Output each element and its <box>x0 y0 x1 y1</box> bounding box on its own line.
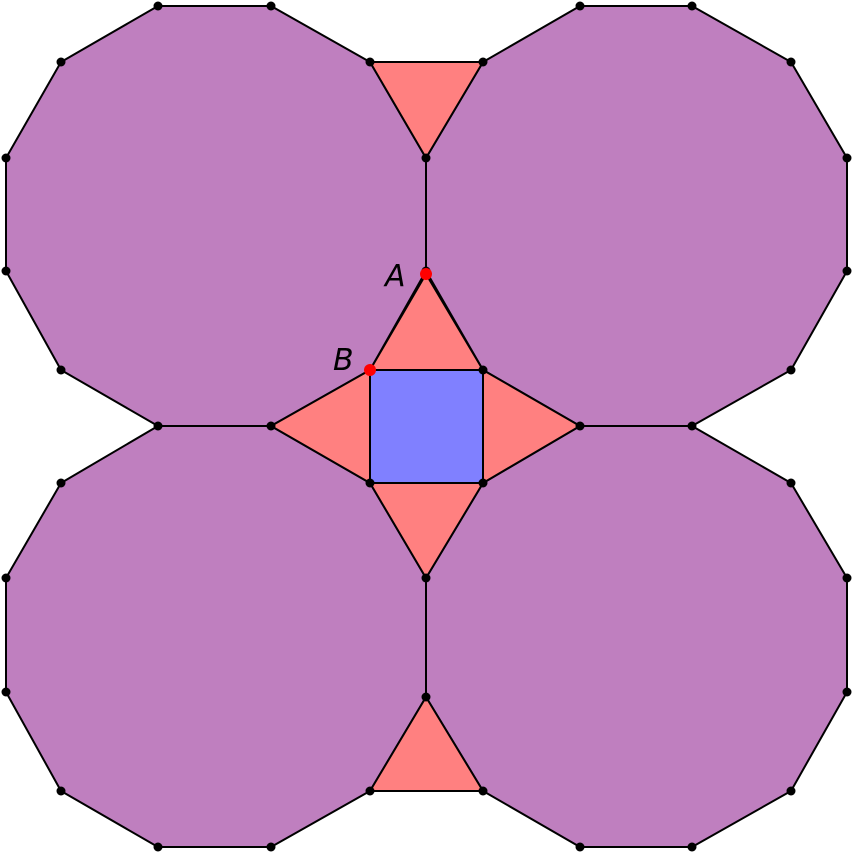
vertex-point <box>1 266 11 276</box>
vertex-point <box>687 421 697 431</box>
vertex-b-point <box>364 364 376 376</box>
vertex-point <box>421 573 431 583</box>
vertex-point <box>842 573 852 583</box>
vertex-point <box>687 1 697 11</box>
vertex-point <box>266 1 276 11</box>
vertex-label-b: B <box>333 343 354 378</box>
vertex-point <box>786 57 796 67</box>
vertex-label-a: A <box>383 259 406 294</box>
vertex-point <box>842 266 852 276</box>
vertex-point <box>1 687 11 697</box>
dodecagon-4 <box>425 425 848 848</box>
vertex-point <box>153 1 163 11</box>
vertex-point <box>56 365 66 375</box>
square <box>369 369 484 484</box>
vertex-point <box>1 153 11 163</box>
vertex-point <box>786 365 796 375</box>
vertex-point <box>421 692 431 702</box>
vertex-point <box>478 57 488 67</box>
vertex-point <box>365 57 375 67</box>
triangle-6 <box>369 696 484 792</box>
vertex-a-point <box>420 268 432 280</box>
vertex-point <box>56 478 66 488</box>
vertex-point <box>575 1 585 11</box>
vertex-point <box>365 786 375 796</box>
vertex-point <box>365 478 375 488</box>
vertex-point <box>56 57 66 67</box>
dodecagon-1 <box>5 5 427 427</box>
vertex-point <box>153 842 163 852</box>
vertex-point <box>786 478 796 488</box>
dodecagon-2 <box>425 5 848 427</box>
vertex-point <box>687 842 697 852</box>
dodecagon-3 <box>5 425 427 848</box>
vertex-point <box>842 153 852 163</box>
vertex-point <box>56 786 66 796</box>
vertex-point <box>266 842 276 852</box>
vertex-point <box>153 421 163 431</box>
vertex-point <box>842 687 852 697</box>
triangle-1 <box>369 61 484 159</box>
vertex-point <box>478 365 488 375</box>
vertex-point <box>575 421 585 431</box>
vertex-point <box>575 842 585 852</box>
vertex-point <box>266 421 276 431</box>
vertex-point <box>1 573 11 583</box>
vertex-point <box>478 478 488 488</box>
vertex-point <box>421 153 431 163</box>
vertex-point <box>786 786 796 796</box>
vertex-point <box>478 786 488 796</box>
